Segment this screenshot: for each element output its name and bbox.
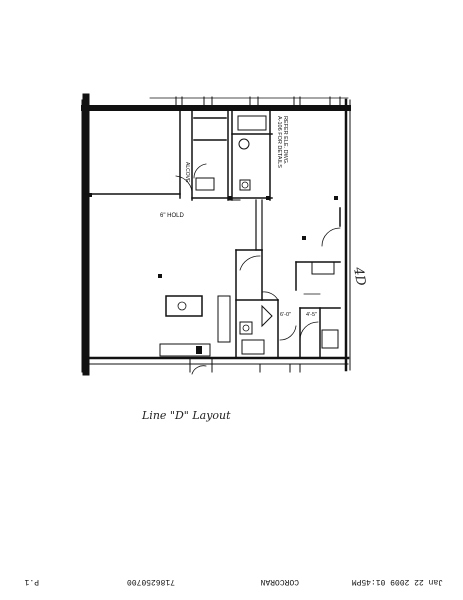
alcove-label: ALCOVE	[184, 162, 190, 183]
dim-left: 6'-0"	[280, 312, 291, 318]
exterior-walls	[81, 93, 351, 376]
hold-note: 6" HOLD	[160, 213, 184, 219]
bottom-openings	[189, 357, 301, 375]
unit-tag-4d: 4D	[350, 265, 368, 288]
handwritten-caption: Line "D" Layout	[141, 409, 231, 422]
fax-timestamp: Jan 22 2009 01:45PM	[351, 577, 443, 586]
core-rooms	[235, 249, 279, 359]
fax-sender: CORCORAN	[260, 577, 299, 586]
fax-header: Jan 22 2009 01:45PM CORCORAN 7186250700 …	[0, 572, 463, 590]
column-marks	[88, 193, 338, 354]
dim-right: 4'-5"	[306, 312, 317, 318]
kitchen-island	[159, 295, 231, 357]
fax-number: 7186250700	[126, 577, 175, 586]
fax-page: P.1	[24, 577, 39, 586]
upper-rooms	[85, 109, 273, 251]
refer-note-line1: REFER ELE. DWG.	[282, 116, 288, 165]
right-rooms	[279, 207, 341, 359]
top-window-marks	[175, 96, 341, 109]
refer-note-line2: A-106 FOR DETAILS	[276, 116, 282, 168]
